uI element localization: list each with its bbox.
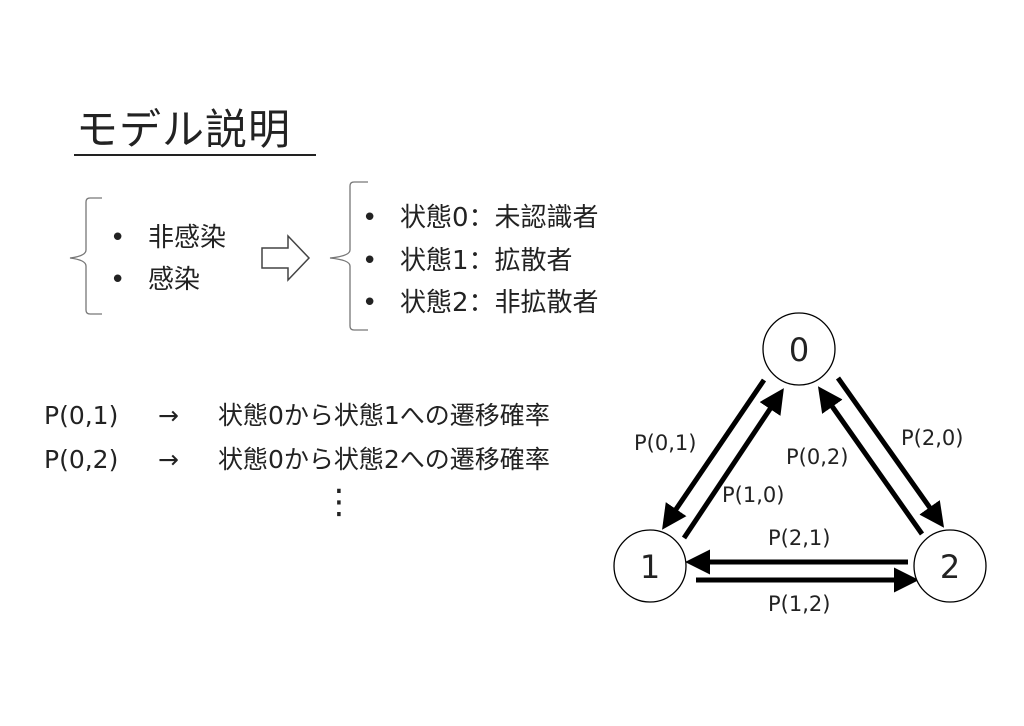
transition-label-p02: P(0,2) (44, 445, 119, 474)
edge-1-to-0 (681, 388, 784, 540)
node-2 (913, 529, 987, 603)
bullet: • (110, 265, 126, 295)
edge-0-to-2 (835, 376, 945, 528)
edge-label-p01: P(0,1) (634, 431, 696, 455)
node-1-label: 1 (640, 548, 660, 586)
edge-2-to-0 (817, 386, 925, 536)
bullet: • (362, 288, 378, 318)
list-item-state-0: 状態0：未認識者 (400, 203, 599, 233)
title-underline (74, 154, 316, 156)
left-brace (69, 197, 102, 315)
bullet: • (110, 223, 126, 253)
edge-0-to-1 (662, 378, 767, 530)
list-item-non-infected: 非感染 (148, 223, 227, 253)
right-brace (329, 181, 368, 331)
node-0 (762, 312, 836, 386)
list-item-state-1: 状態1：拡散者 (400, 246, 573, 276)
transition-arrow: → (158, 401, 179, 430)
transition-label-p01: P(0,1) (44, 401, 119, 430)
transition-arrow: → (158, 445, 179, 474)
transition-description-p01: 状態0から状態1への遷移確率 (218, 401, 550, 430)
bullet: • (362, 203, 378, 233)
edge-label-p12: P(1,2) (768, 592, 830, 616)
page-title: モデル説明 (76, 105, 292, 154)
transition-description-p02: 状態0から状態2への遷移確率 (218, 445, 550, 474)
node-2-label: 2 (940, 548, 960, 586)
ellipsis: ⋮ (322, 482, 356, 522)
list-item-state-2: 状態2：非拡散者 (400, 288, 599, 318)
edge-label-p02: P(0,2) (786, 445, 848, 469)
edge-label-p10: P(1,0) (722, 483, 784, 507)
node-0-label: 0 (789, 331, 809, 369)
bullet: • (362, 246, 378, 276)
edge-label-p21: P(2,1) (768, 526, 830, 550)
node-1 (613, 529, 687, 603)
hollow-right-arrow-icon (261, 234, 311, 282)
edge-label-p20: P(2,0) (901, 426, 963, 450)
list-item-infected: 感染 (148, 265, 201, 295)
